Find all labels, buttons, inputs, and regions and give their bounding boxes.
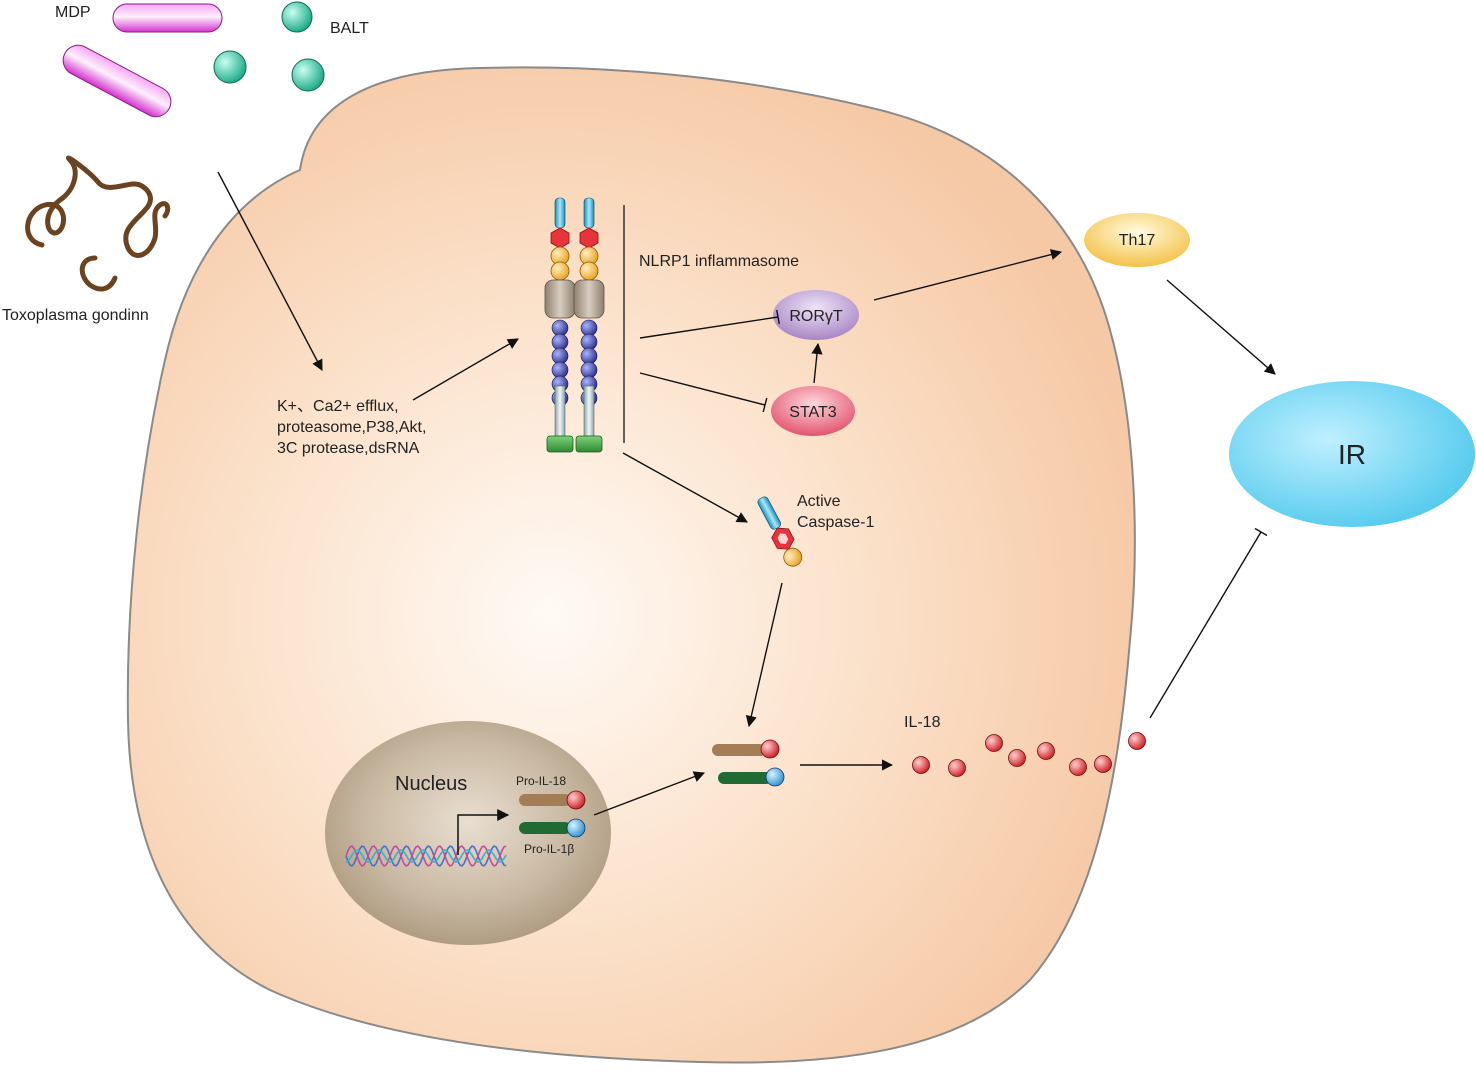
inhibit-nlrp1-rorgt — [639, 316, 779, 339]
mdp-label: MDP — [55, 4, 91, 21]
nlrp1-card-domain — [575, 435, 603, 453]
nlrp1-lrr-domain — [551, 319, 569, 337]
nlrp1-lrr-domain — [580, 347, 598, 365]
balt-label: BALT — [330, 20, 369, 37]
cell-membrane — [126, 66, 1136, 1064]
cytoplasm-il1b-bar — [718, 772, 772, 784]
ir-node — [1229, 381, 1475, 527]
mdp-rod — [62, 44, 172, 118]
nlrp1-lrr-domain — [580, 319, 598, 337]
nlrp1-lrr-domain — [551, 347, 569, 365]
balt-sphere — [291, 58, 325, 92]
rorgt-node — [773, 290, 859, 340]
pro-il1b-label: Pro-IL-1β — [524, 842, 574, 856]
nucleus-label: Nucleus — [395, 773, 467, 795]
trigger-line-2: proteasome,P38,Akt, — [277, 419, 426, 436]
il18-dot — [1128, 732, 1146, 750]
nlrp1-lrr-domain — [580, 333, 598, 351]
nlrp1-nacht-domain — [544, 279, 576, 319]
toxoplasma-label: Toxoplasma gondinn — [2, 307, 149, 324]
pro-il1b-bar — [519, 822, 571, 834]
pro-il1b-cap — [566, 818, 586, 838]
nucleus — [325, 721, 611, 945]
pro-il18-bar — [519, 794, 571, 806]
il18-dot — [985, 734, 1003, 752]
il18-dots — [912, 732, 1146, 777]
nlrp1-lrr-domain — [580, 361, 598, 379]
il18-dot — [1069, 758, 1087, 776]
cytoplasm-il1b-cap — [765, 767, 785, 787]
stat3-node — [771, 386, 855, 436]
th17-node — [1084, 213, 1190, 267]
arrow-rorgt-to-th17 — [873, 249, 1063, 301]
stat3-label: STAT3 — [789, 404, 837, 421]
inhibit-il18-ir — [1149, 531, 1262, 719]
nlrp1-inflammasome — [544, 197, 605, 453]
balt-sphere — [213, 50, 247, 84]
nlrp1-label: NLRP1 inflammasome — [639, 253, 799, 270]
dna-helix — [345, 845, 507, 867]
il18-label: IL-18 — [904, 714, 941, 731]
il18-dot — [912, 756, 930, 774]
cytoplasm-il18-bar — [712, 744, 766, 756]
arrow-caspase-to-cytokines — [745, 582, 783, 728]
arrow-th17-to-ir — [1166, 279, 1276, 375]
arrow-triggers-to-nlrp1 — [412, 338, 519, 401]
nlrp1-lrr-domain — [551, 361, 569, 379]
trigger-line-3: 3C protease,dsRNA — [277, 440, 420, 457]
arrow-nlrp1-to-caspase — [622, 452, 748, 523]
arrow-stat3-to-rorgt — [811, 342, 823, 384]
mdp-rod — [112, 3, 223, 33]
nlrp1-stem — [583, 385, 595, 437]
caspase-label-1: Active — [797, 493, 841, 510]
balt-sphere — [281, 1, 313, 33]
trigger-line-1: K+、Ca2+ efflux, — [277, 398, 399, 415]
rorgt-label: RORγT — [789, 308, 843, 325]
transcription-arrow — [457, 809, 510, 855]
nlrp1-stem — [554, 385, 566, 437]
arrow-nucleus-to-cytokines — [593, 771, 706, 816]
ir-label: IR — [1338, 439, 1366, 470]
nlrp1-card-domain — [546, 435, 574, 453]
il18-dot — [948, 759, 966, 777]
nlrp1-cyan-domain — [583, 197, 595, 229]
nlrp1-orange-domain — [550, 261, 570, 281]
pro-il18-label: Pro-IL-18 — [516, 774, 566, 788]
nlrp1-nacht-domain — [573, 279, 605, 319]
arrow-pathogen-to-triggers — [217, 171, 323, 371]
caspase-label-2: Caspase-1 — [797, 514, 874, 531]
pro-il18-cap — [566, 790, 586, 810]
il18-dot — [1094, 755, 1112, 773]
il18-dot — [1008, 749, 1026, 767]
th17-label: Th17 — [1119, 232, 1156, 249]
active-caspase1-icon — [757, 496, 803, 567]
arrows — [217, 171, 1276, 816]
nlrp1-lrr-domain — [551, 333, 569, 351]
toxoplasma-icon — [25, 155, 171, 292]
cytoplasm-il18-cap — [760, 739, 780, 759]
nlrp1-cyan-domain — [554, 197, 566, 229]
il18-dot — [1037, 742, 1055, 760]
inhibit-nlrp1-stat3 — [639, 372, 766, 406]
nlrp1-orange-domain — [579, 261, 599, 281]
